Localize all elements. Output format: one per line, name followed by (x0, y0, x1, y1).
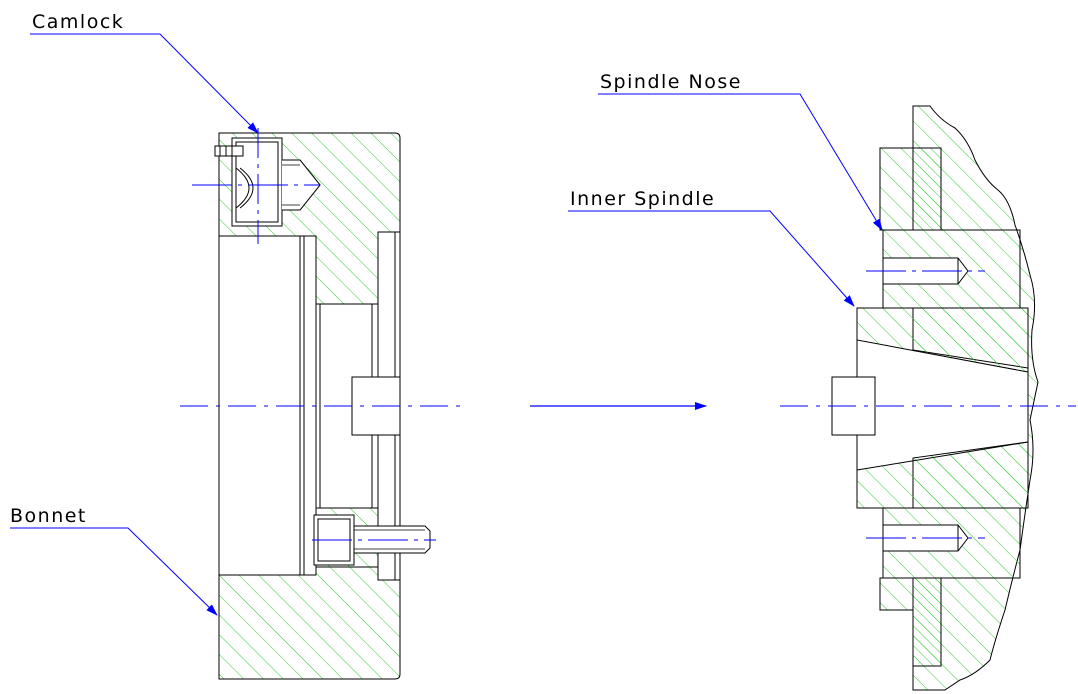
spindle-part (831, 105, 1039, 691)
inner-spindle-label: Inner Spindle (570, 188, 715, 210)
leader-lines (10, 33, 883, 616)
inner-spindle-leader (568, 210, 855, 307)
centerlines (180, 128, 1076, 541)
camlock-label: Camlock (32, 11, 124, 33)
spindle-backplate-section (879, 105, 1039, 691)
bonnet-label: Bonnet (10, 505, 87, 527)
spindle-upper-insert (912, 147, 942, 231)
spindle-nose-label: Spindle Nose (600, 71, 742, 93)
bonnet-leader (10, 527, 218, 616)
camlock-leader (30, 33, 259, 134)
spindle-lower-insert (912, 577, 942, 667)
bonnet-bottom-section (218, 566, 401, 680)
inner-spindle-upper (856, 307, 1029, 373)
inner-spindle-lower (856, 441, 1029, 509)
spindle-nose-leader (598, 93, 883, 231)
camlock-assembly (214, 137, 321, 227)
